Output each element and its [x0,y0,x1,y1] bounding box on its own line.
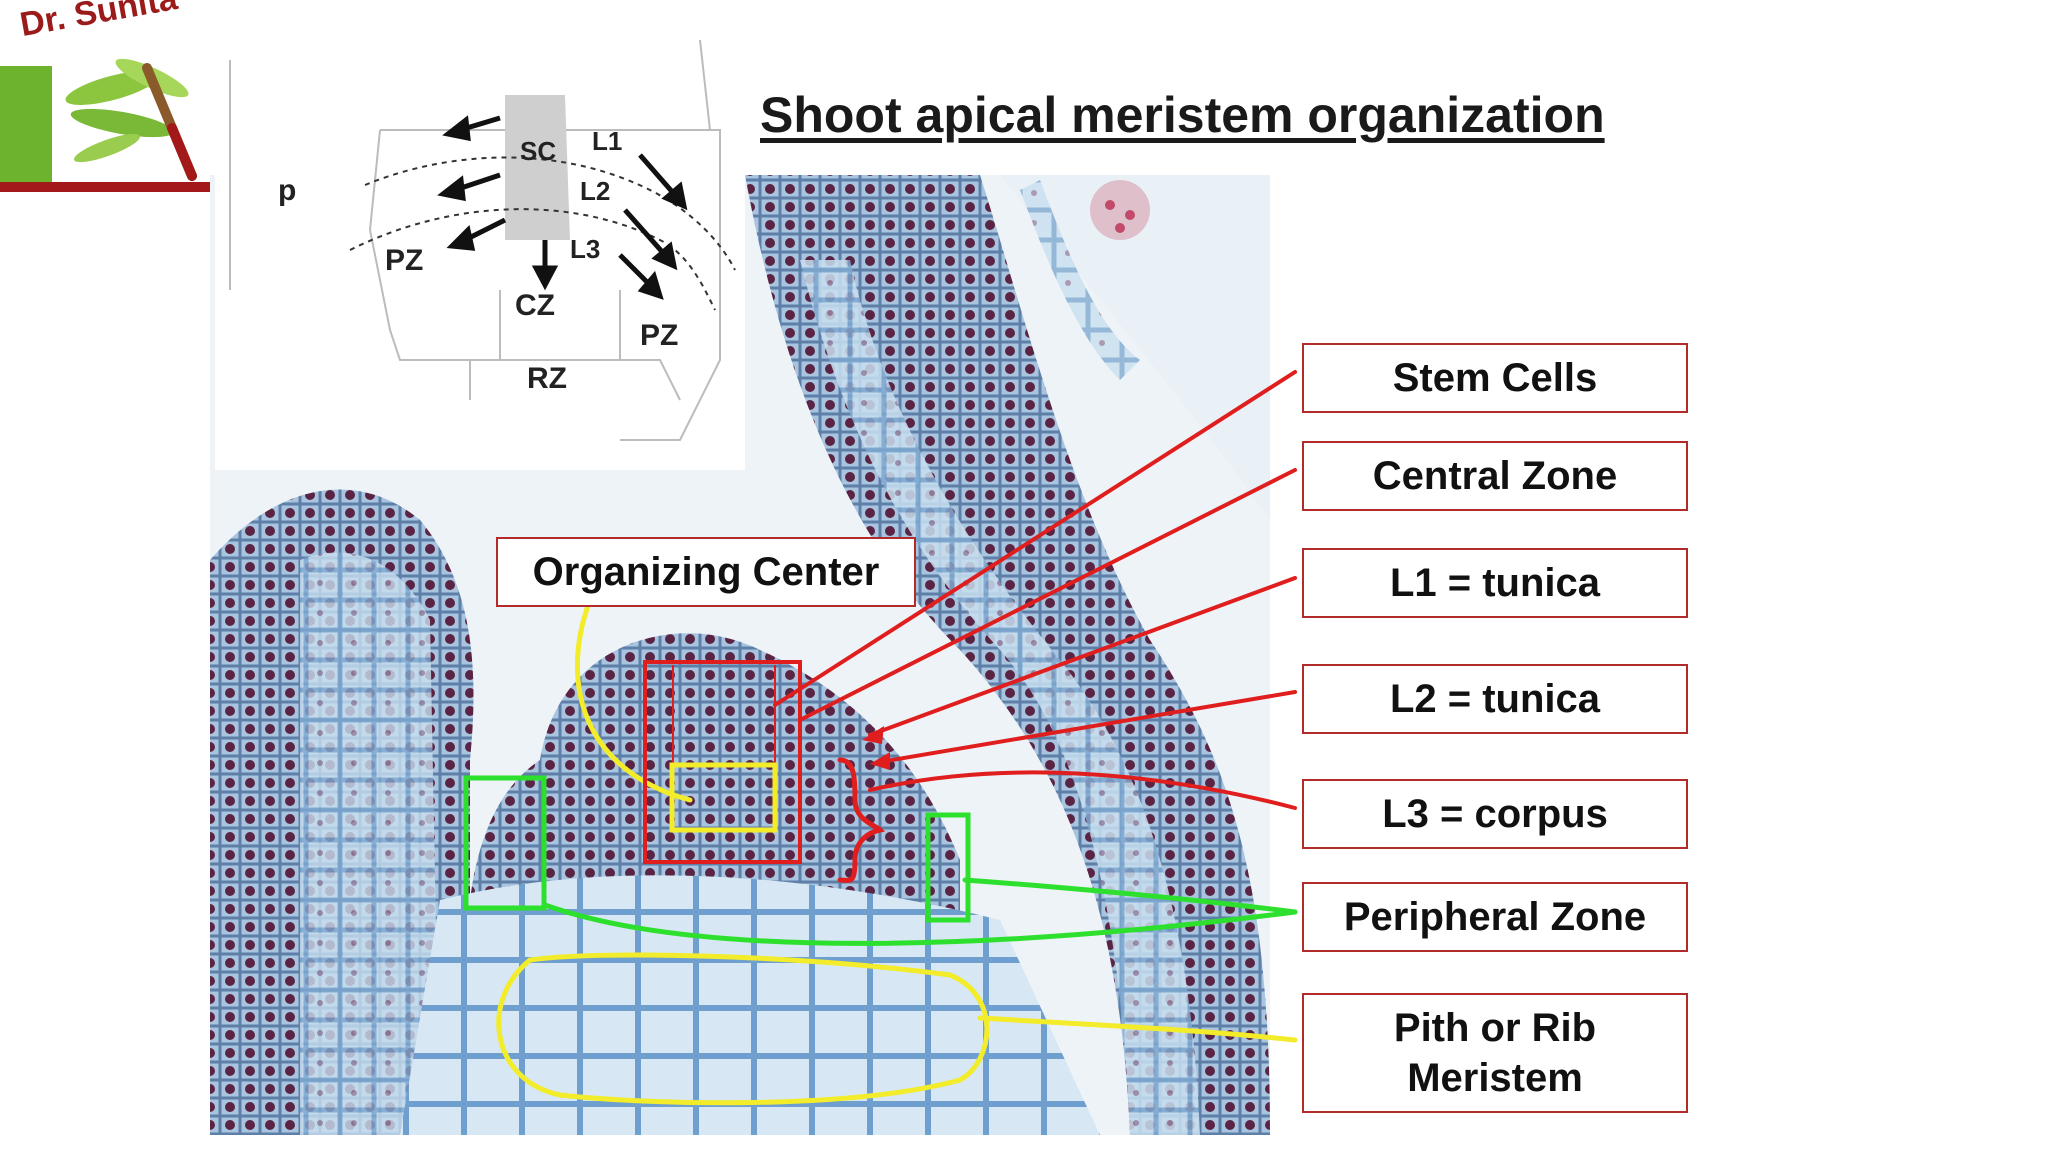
inset-arrows [437,115,688,300]
inset-label-l2: L2 [580,176,610,206]
label-pith-rib-meristem: Pith or Rib Meristem [1302,993,1688,1113]
pointer-l2 [878,690,1297,764]
pointer-stem-cells [773,370,1297,707]
label-l2-tunica: L2 = tunica [1302,664,1688,734]
inset-label-cz: CZ [515,289,555,322]
label-stem-cells-text: Stem Cells [1392,356,1598,400]
pointer-peripheral-right [962,877,1298,915]
annotation-lines [542,370,1298,1043]
slide-title: Shoot apical meristem organization [760,87,1605,143]
label-central-zone-text: Central Zone [1372,454,1618,498]
pointer-l3 [868,770,1297,810]
logo-red-bar [0,182,212,192]
inset-background [215,30,745,470]
central-zone-box [643,660,802,864]
inset-label-p: p [278,174,296,207]
label-l3-corpus-text: L3 = corpus [1382,792,1608,836]
label-l1-tunica: L1 = tunica [1302,548,1688,618]
label-stem-cells: Stem Cells [1302,343,1688,413]
logo: Dr. Sunita [0,0,215,200]
pointer-peripheral-left [542,902,1298,946]
logo-green-block [0,66,52,182]
label-organizing-center-text: Organizing Center [532,550,880,594]
label-l3-corpus: L3 = corpus [1302,779,1688,849]
label-l1-tunica-text: L1 = tunica [1389,561,1601,605]
pointer-pith [977,1015,1298,1043]
pointer-l1 [868,576,1297,737]
inset-label-pz-right: PZ [640,319,678,352]
stem-cell-column [505,95,570,240]
inset-label-l3: L3 [570,234,600,264]
pointer-organizing-center [574,597,693,803]
pith-outline [496,952,990,1106]
inset-layer-lines [349,156,736,311]
pointer-central-zone [798,468,1297,722]
organizing-center-box [669,762,778,833]
l-layer-brace [837,757,886,883]
label-l2-tunica-text: L2 = tunica [1389,677,1601,721]
label-peripheral-zone-text: Peripheral Zone [1343,895,1647,939]
logo-leaf-icon [65,58,197,181]
label-pith-line1: Pith or Rib [1393,1006,1597,1050]
inset-diagram [229,39,721,441]
peripheral-zone-left-box [463,775,547,911]
label-peripheral-zone: Peripheral Zone [1302,882,1688,952]
label-pith-line2: Meristem [1407,1056,1583,1100]
inset-label-sc: SC [520,136,556,166]
label-central-zone: Central Zone [1302,441,1688,511]
label-organizing-center: Organizing Center [496,537,916,607]
peripheral-zone-right-box [925,812,971,923]
inset-label-pz-left: PZ [385,244,423,277]
inset-label-l1: L1 [592,126,622,156]
inset-label-rz: RZ [527,362,567,395]
